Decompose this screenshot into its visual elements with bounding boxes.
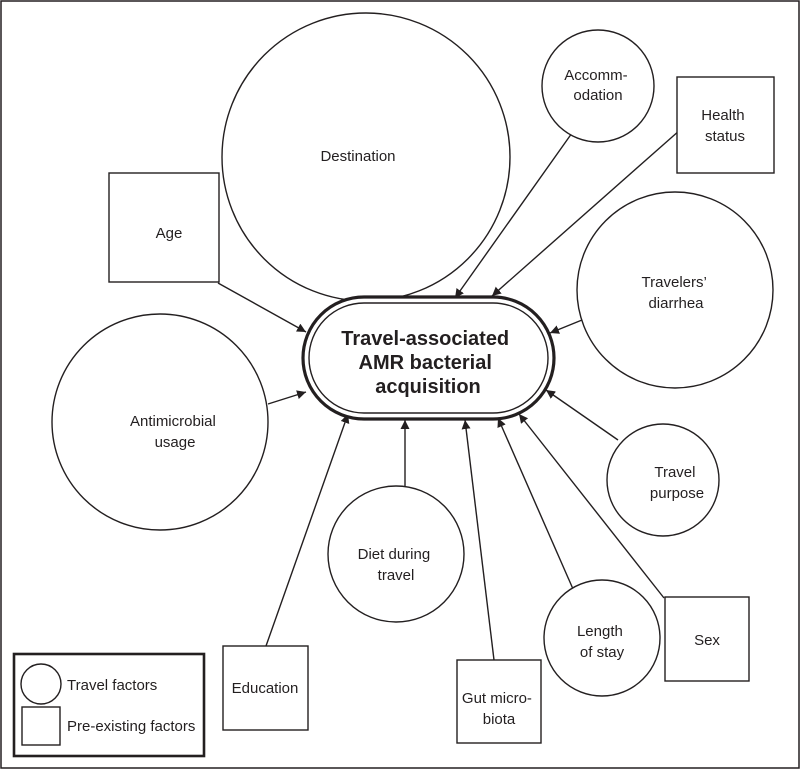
center-title: Travel-associated AMR bacterial acquisit… (341, 328, 514, 398)
node-diet-circle (327, 485, 465, 623)
node-age-box (108, 172, 220, 283)
node-travelers-diarrhea-circle (576, 191, 774, 389)
node-sex-box (664, 596, 750, 682)
legend-preexisting-factors: Pre-existing factors (67, 718, 195, 735)
node-antimicrobial-usage-circle (51, 313, 269, 531)
legend-circle-icon (20, 663, 62, 705)
node-education-box (222, 645, 309, 731)
label-travelers-diarrhea: Travelers’ diarrhea (642, 274, 711, 312)
arrow-antimicrobial-usage (267, 390, 307, 405)
arrow-sex (518, 413, 665, 599)
label-travel-purpose: Travel purpose (650, 464, 704, 502)
label-health-status: Health status (701, 107, 749, 145)
arrow-length-of-stay (497, 417, 574, 590)
legend-travel-factors: Travel factors (67, 677, 157, 694)
node-health-status-box (676, 76, 775, 174)
legend-square-icon (21, 706, 61, 746)
node-accommodation-circle (541, 29, 655, 143)
label-destination: Destination (320, 148, 395, 165)
arrow-travel-purpose (545, 389, 619, 441)
center-node: Travel-associated AMR bacterial acquisit… (301, 295, 556, 421)
arrow-accommodation (454, 132, 573, 299)
node-gut-microbiota-box (456, 659, 542, 744)
label-antimicrobial-usage: Antimicrobial usage (130, 413, 220, 451)
label-accommodation: Accomm- odation (564, 67, 632, 104)
node-travel-purpose-circle (606, 423, 720, 537)
arrow-age (217, 282, 307, 333)
arrow-health-status (491, 129, 681, 297)
label-length-of-stay: Length of stay (577, 623, 627, 661)
legend: Travel factors Pre-existing factors (12, 652, 206, 758)
label-gut-microbiota: Gut micro- biota (462, 690, 536, 728)
label-age: Age (156, 225, 183, 242)
label-education: Education (232, 680, 299, 697)
label-diet: Diet during travel (358, 546, 435, 584)
arrow-travelers-diarrhea (549, 319, 583, 334)
arrow-gut-microbiota (461, 419, 495, 661)
node-length-of-stay-circle (543, 579, 661, 697)
label-sex: Sex (694, 632, 720, 649)
arrow-education (265, 413, 350, 647)
